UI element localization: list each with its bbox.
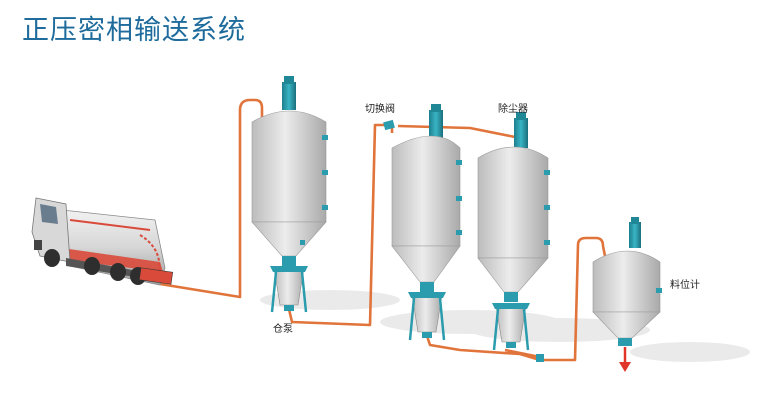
tanker-truck-icon [31, 197, 174, 286]
silo-icon [391, 104, 462, 341]
switch-valve-label: 切换阀 [365, 104, 395, 115]
dust-filter-label: 除尘器 [498, 104, 528, 115]
small-silo-icon [592, 217, 662, 346]
level-meter-label: 料位计 [670, 280, 700, 291]
silo-icon [251, 76, 328, 266]
silo-icon [477, 112, 550, 351]
pump-label: 仓泵 [273, 324, 293, 335]
switch-valve-icon [383, 119, 544, 362]
transfer-pump-icon [270, 266, 308, 313]
page-title: 正压密相输送系统 [22, 15, 246, 46]
discharge-arrow-icon [619, 347, 631, 372]
